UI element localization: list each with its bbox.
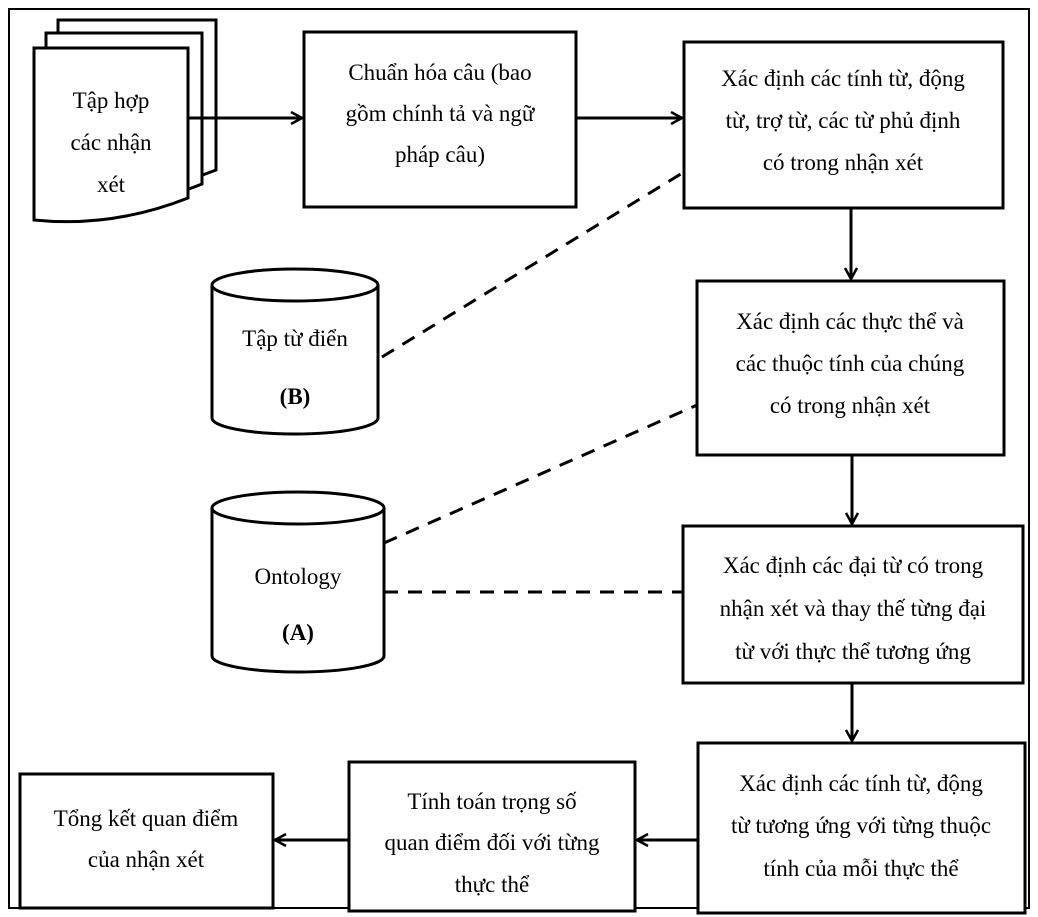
pronouns-line-1: Xác định các đại từ có trong [723,553,984,578]
documents-line-2: các nhận [70,130,152,155]
dictionary-label: Tập từ điển [242,326,348,351]
entities-line-3: có trong nhận xét [770,393,931,418]
dash-ontology-to-entities [383,403,698,545]
step-match: Xác định các tính từ, động từ tương ứng … [696,741,1027,915]
ontology-cylinder: Ontology (A) [210,490,386,674]
ontology-tag: (A) [282,620,314,645]
step-entities: Xác định các thực thể và các thuộc tính … [695,279,1006,457]
identify-words-line-2: từ, trợ từ, các từ phủ định [726,108,961,133]
step-pronouns: Xác định các đại từ có trong nhận xét và… [681,524,1025,685]
document-page-front [32,46,190,224]
dash-dictionary-to-identify [381,170,685,359]
step-summary: Tổng kết quan điểm của nhận xét [18,772,275,910]
match-line-3: tính của mỗi thực thể [763,856,959,881]
weights-line-1: Tính toán trọng số [407,789,577,814]
documents-stack: Tập hợp các nhận xét [32,18,218,224]
entities-line-2: các thuộc tính của chúng [736,351,965,376]
pronouns-line-2: nhận xét và thay thế từng đại [720,596,987,621]
documents-line-3: xét [97,172,126,197]
weights-line-2: quan điểm đối với từng [385,830,600,855]
normalize-line-3: pháp câu) [395,142,485,167]
identify-words-line-3: có trong nhận xét [763,150,924,175]
dictionary-tag: (B) [280,384,311,409]
ontology-label: Ontology [255,564,342,589]
weights-line-3: thực thể [455,872,530,897]
step-identify-words: Xác định các tính từ, động từ, trợ từ, c… [682,40,1005,210]
summary-line-2: của nhận xét [88,847,205,872]
documents-line-1: Tập hợp [73,88,150,113]
normalize-line-2: gồm chính tả và ngữ [346,101,536,126]
step-normalize: Chuẩn hóa câu (bao gồm chính tả và ngữ p… [302,30,578,209]
step-weights: Tính toán trọng số quan điểm đối với từn… [347,760,637,913]
pronouns-line-3: từ với thực thể tương ứng [735,639,971,664]
identify-words-line-1: Xác định các tính từ, động [721,66,965,91]
normalize-line-1: Chuẩn hóa câu (bao [348,60,531,85]
summary-line-1: Tổng kết quan điểm [54,806,239,831]
dictionary-cylinder: Tập từ điển (B) [210,267,380,436]
match-line-1: Xác định các tính từ, động [739,771,983,796]
entities-line-1: Xác định các thực thể và [736,309,964,334]
match-line-2: từ tương ứng với từng thuộc [731,813,991,838]
